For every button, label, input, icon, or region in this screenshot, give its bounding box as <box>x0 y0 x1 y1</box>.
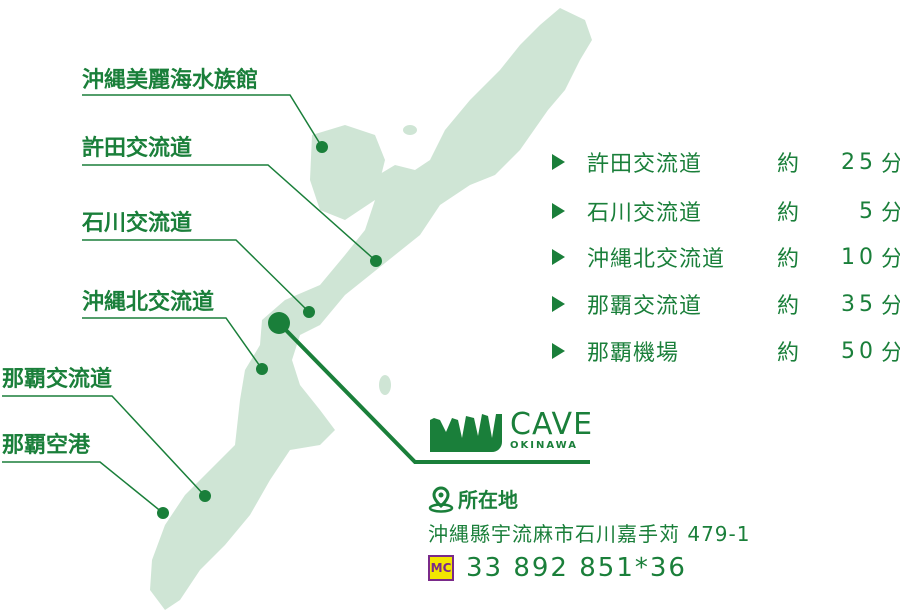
marker-dot <box>316 141 328 153</box>
label-ishikawa: 石川交流道 <box>82 211 193 236</box>
triangle-icon <box>552 296 565 312</box>
label-naha-ic: 那覇交流道 <box>2 367 113 392</box>
motobu-peninsula <box>310 125 385 220</box>
route-unit: 分 <box>881 341 900 366</box>
route-minutes: 50 <box>841 338 877 364</box>
label-churaumi: 沖縄美麗海水族館 <box>82 68 259 93</box>
route-minutes: 25 <box>841 149 877 175</box>
cave-logo-mark <box>430 408 502 452</box>
map-pin-icon <box>428 485 454 513</box>
route-name: 那覇機場 <box>587 341 680 366</box>
route-minutes: 10 <box>841 244 877 270</box>
address: 沖縄縣宇流麻市石川嘉手苅 479-1 <box>428 522 751 546</box>
label-naha-airport: 那覇空港 <box>2 433 91 458</box>
logo-title: CAVE <box>510 406 594 442</box>
cave-okinawa-logo: CAVE OKINAWA <box>430 408 593 452</box>
route-minutes: 5 <box>859 198 877 224</box>
island-shape <box>150 8 592 610</box>
location-heading-text: 所在地 <box>458 488 518 512</box>
mapcode-icon: MC <box>428 555 454 581</box>
triangle-icon <box>552 343 565 359</box>
route-unit: 分 <box>881 247 900 272</box>
marker-dot <box>370 255 382 267</box>
label-okinawa-kita: 沖縄北交流道 <box>82 290 215 315</box>
marker-dot <box>199 490 211 502</box>
route-about: 約 <box>777 201 800 226</box>
mapcode: 33 892 851*36 <box>466 553 687 583</box>
cave-location-dot <box>268 312 290 334</box>
logo-subtitle: OKINAWA <box>510 439 578 451</box>
triangle-icon <box>552 249 565 265</box>
route-unit: 分 <box>881 294 900 319</box>
cave-leader-line <box>277 321 590 464</box>
route-name: 那覇交流道 <box>587 294 703 319</box>
mapcode-row: MC 33 892 851*36 <box>428 553 687 583</box>
route-name: 沖縄北交流道 <box>587 247 726 272</box>
triangle-icon <box>552 154 565 170</box>
island-small <box>379 375 391 395</box>
route-about: 約 <box>777 341 800 366</box>
route-about: 約 <box>777 152 800 177</box>
marker-dot <box>303 306 315 318</box>
route-name: 石川交流道 <box>587 201 703 226</box>
label-kyoda: 許田交流道 <box>82 136 193 161</box>
route-unit: 分 <box>881 152 900 177</box>
route-unit: 分 <box>881 201 900 226</box>
triangle-icon <box>552 203 565 219</box>
island-small <box>403 125 417 135</box>
route-about: 約 <box>777 247 800 272</box>
marker-dot <box>256 363 268 375</box>
route-minutes: 35 <box>841 291 877 317</box>
marker-dot <box>157 507 169 519</box>
route-about: 約 <box>777 294 800 319</box>
route-name: 許田交流道 <box>587 152 703 177</box>
location-heading: 所在地 <box>428 484 518 513</box>
